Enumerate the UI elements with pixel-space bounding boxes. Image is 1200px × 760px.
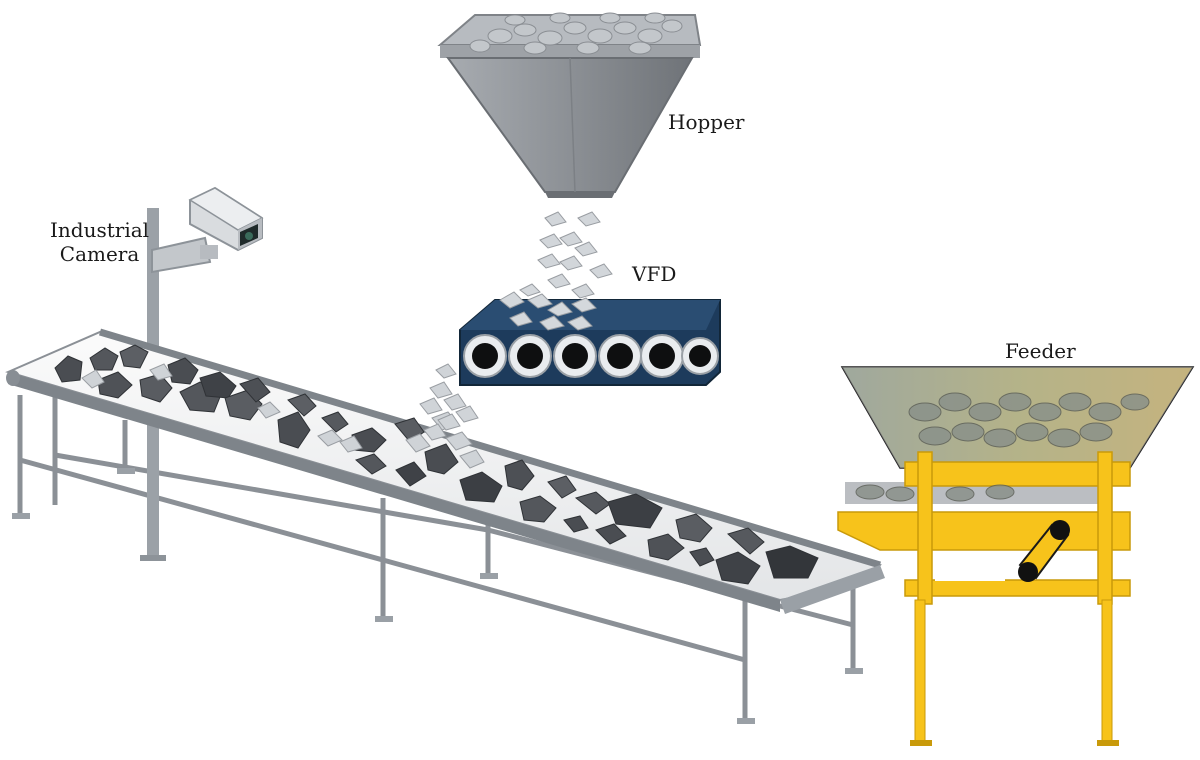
vfd-label: VFD: [632, 262, 677, 286]
feeder-drive-roller: [1018, 520, 1070, 582]
feeder: [837, 366, 1195, 746]
industrial-camera-label-line1: Industrial: [50, 218, 150, 242]
camera-icon: [188, 186, 264, 252]
hopper-label: Hopper: [668, 110, 745, 134]
falling-rocks-lower: [419, 363, 479, 441]
industrial-camera-label: Industrial Camera: [50, 218, 149, 266]
conveyor-feet: [12, 468, 863, 724]
feeder-rocks: [855, 392, 1150, 502]
vfd-rollers: [463, 334, 719, 378]
feeder-label: Feeder: [1005, 339, 1076, 363]
industrial-camera-label-line2: Camera: [59, 242, 140, 266]
falling-rocks-upper: [537, 211, 613, 299]
vfd-rocks: [499, 283, 597, 331]
hopper-rocks: [469, 12, 683, 55]
rocks-on-belt: [54, 344, 819, 585]
